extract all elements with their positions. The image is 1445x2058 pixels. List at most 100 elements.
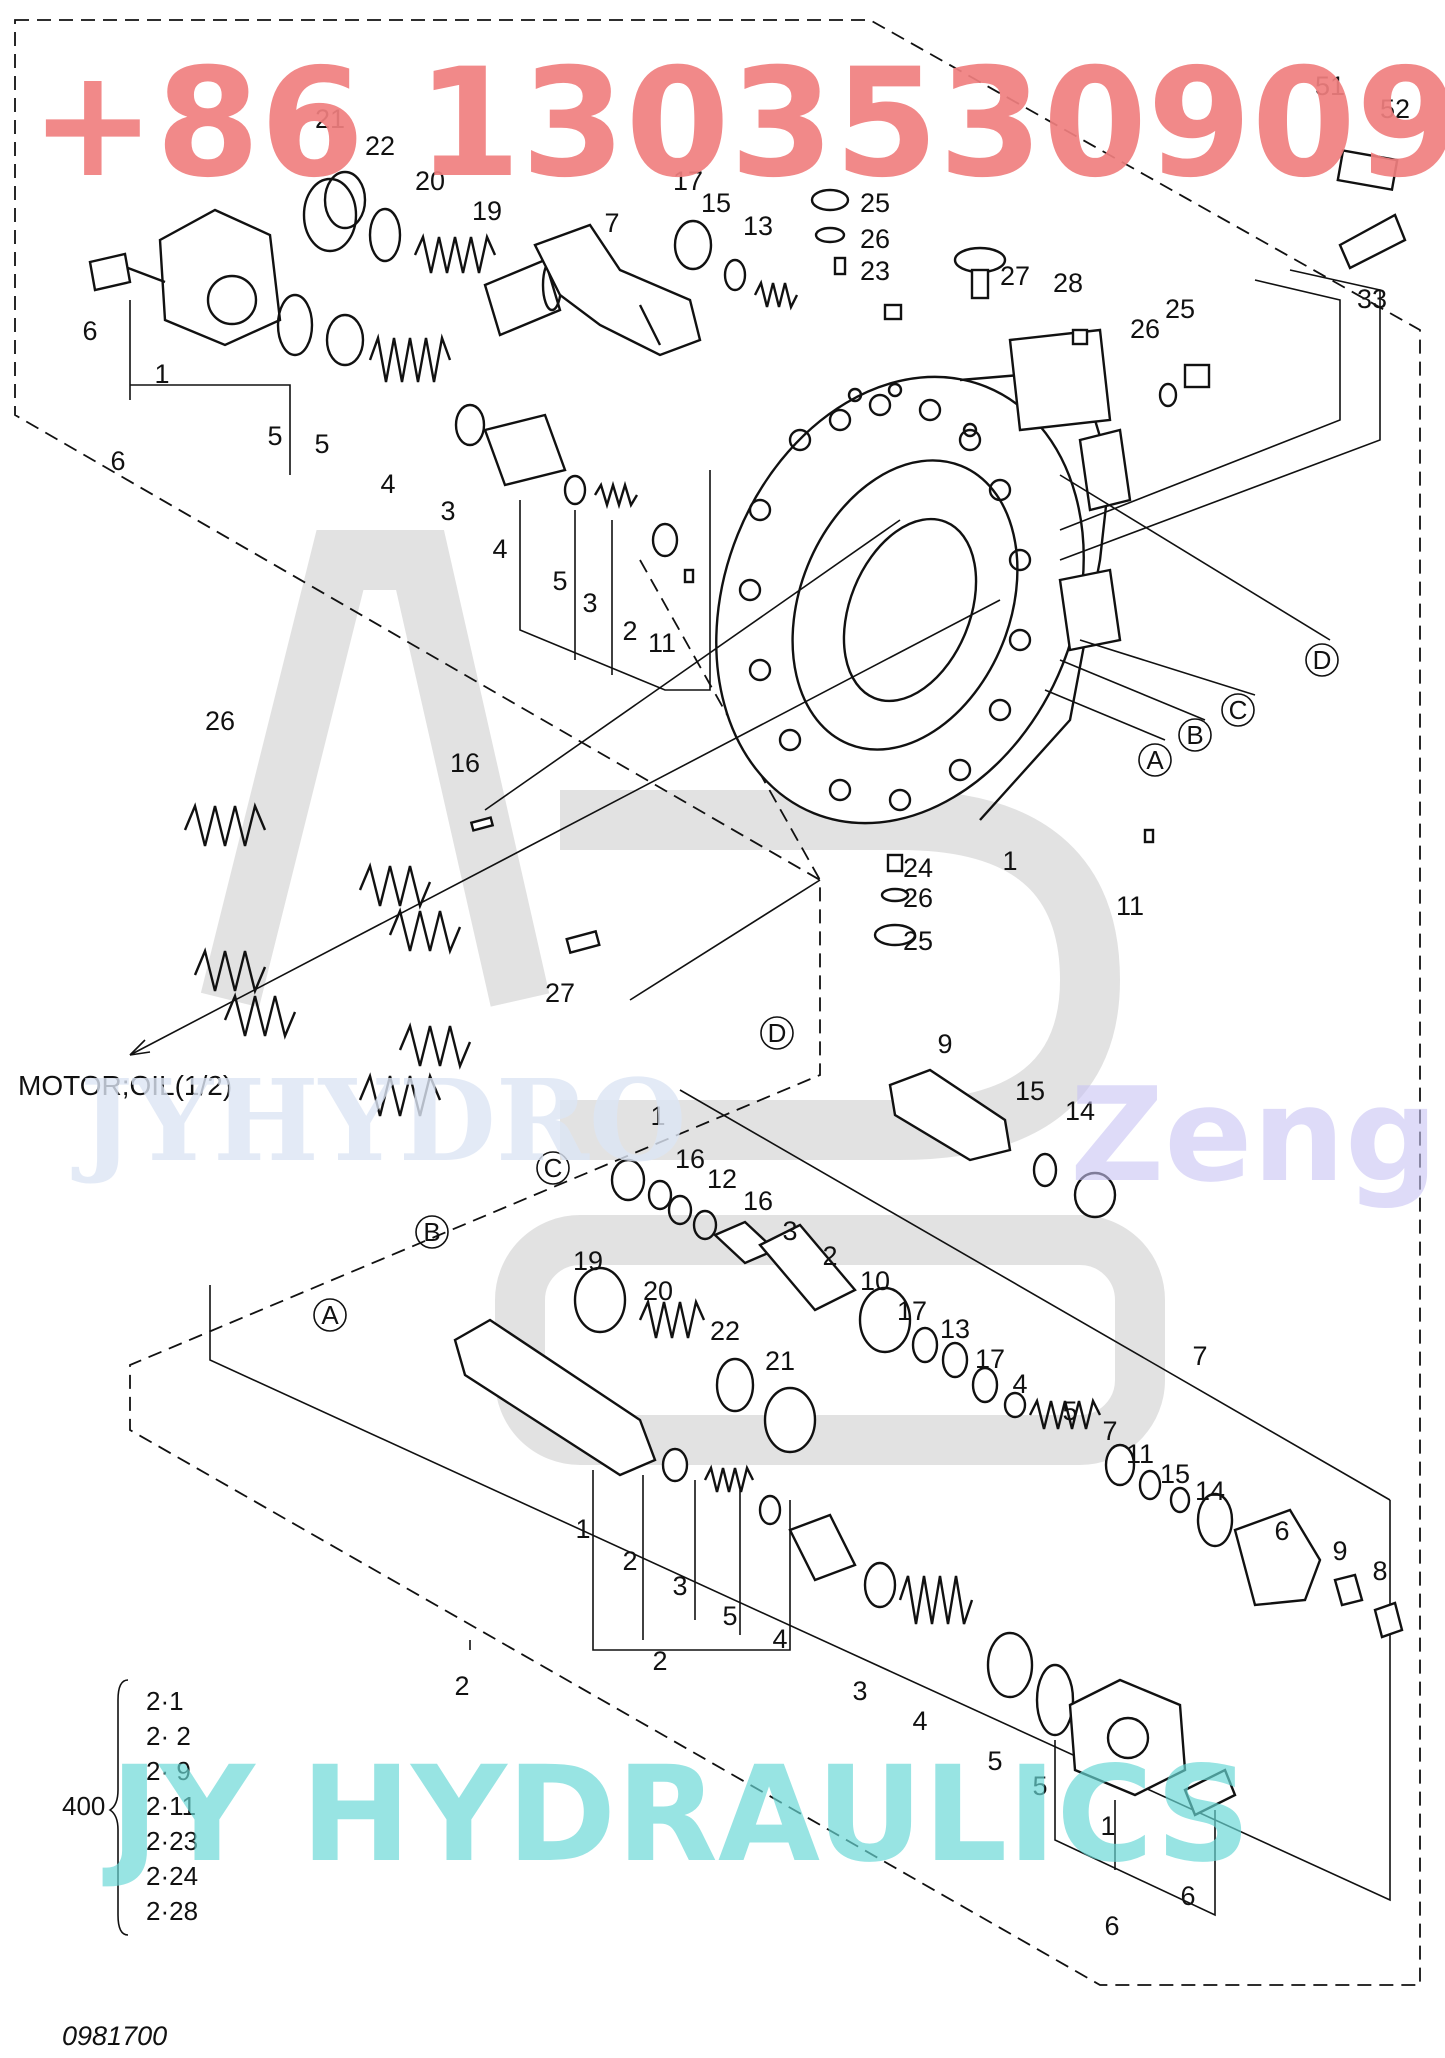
callout-circle	[1305, 643, 1339, 677]
part-number-label: 1	[1002, 846, 1017, 876]
flange-upper	[88, 208, 282, 347]
plug-28-right	[1071, 328, 1089, 346]
spring-20-upper	[413, 233, 497, 274]
part-number-label: 2	[822, 1241, 837, 1271]
part-number-label: 14	[1195, 1476, 1225, 1506]
ring-3-lower	[863, 1561, 897, 1609]
brand-watermark-mid: JYHYDRO	[71, 1056, 686, 1187]
part-number-label: 4	[492, 534, 507, 564]
cap-6-lower	[1233, 1508, 1322, 1607]
upper-assembly	[88, 149, 1407, 1117]
part-number-label: 1	[650, 1101, 665, 1131]
part-number-label: 17	[975, 1344, 1005, 1374]
circle-callout-d: D	[1305, 643, 1339, 677]
callout-letter: C	[544, 1153, 563, 1183]
callout-circle	[760, 1016, 794, 1050]
part-number-label: 5	[1062, 1396, 1077, 1426]
part-number-label: 33	[1357, 284, 1387, 314]
plug-23-top	[833, 256, 847, 276]
circle-callout-b: B	[1178, 718, 1212, 752]
circle-callout-a: A	[1138, 743, 1172, 777]
nameplate-51	[1336, 149, 1399, 192]
spool-2-lower	[758, 1223, 857, 1312]
part-number-label: 22	[710, 1316, 740, 1346]
ring-15-upper	[723, 258, 747, 292]
callout-letter: D	[768, 1018, 787, 1048]
part-number-label: 15	[1160, 1459, 1190, 1489]
seal-5-upper-a	[276, 293, 314, 357]
ring-26-lower	[880, 887, 910, 903]
part-number-label: 5	[1032, 1771, 1047, 1801]
circle-callout-a: A	[313, 1298, 347, 1332]
callout-circle	[1138, 743, 1172, 777]
part-number-label: 26	[1130, 314, 1160, 344]
ring-15-lower-b	[1169, 1486, 1191, 1514]
phone-watermark: +86 13035309093	[30, 37, 1445, 211]
part-number-label: 5	[267, 421, 282, 451]
part-number-label: 2	[652, 1646, 667, 1676]
part-number-label: 5	[552, 566, 567, 596]
spool-9-lower	[888, 1068, 1012, 1162]
spring-set-26	[183, 802, 472, 1117]
bolt-6-lower	[1183, 1768, 1237, 1817]
part-number-label: 52	[1380, 94, 1410, 124]
part-number-label: 21	[315, 104, 345, 134]
part-number-label: 11	[1126, 1439, 1154, 1469]
part-number-label: 4	[380, 469, 395, 499]
part-number-label: 5	[987, 1746, 1002, 1776]
part-number-label: 13	[743, 211, 773, 241]
spring-13-upper	[753, 279, 799, 311]
part-number-label: 25	[1165, 294, 1195, 324]
callout-circle	[1178, 718, 1212, 752]
part-number-label: 3	[582, 588, 597, 618]
pin-16	[469, 816, 495, 832]
kit-item: 2· 9	[146, 1756, 191, 1786]
part-number-label: 3	[852, 1676, 867, 1706]
part-number-label: 2	[622, 616, 637, 646]
circle-callout-c: C	[1221, 693, 1255, 727]
part-number-label: 28	[1053, 268, 1083, 298]
ring-13-lower	[941, 1341, 969, 1379]
part-number-label: 9	[1332, 1536, 1347, 1566]
part-number-label: 51	[1315, 71, 1345, 101]
plug-25-right	[1183, 363, 1211, 389]
plug-25-lower	[873, 923, 917, 947]
part-number-label: 20	[415, 166, 445, 196]
part-number-label: 20	[643, 1276, 673, 1306]
part-number-label: 24	[903, 853, 933, 883]
ring-16-lower-b	[692, 1209, 718, 1241]
part-number-label: 4	[772, 1624, 787, 1654]
pin-11-right	[1143, 828, 1155, 844]
part-number-label: 9	[937, 1029, 952, 1059]
sleeve-19-lower	[573, 1266, 627, 1334]
plug-21-lower	[763, 1386, 817, 1454]
callout-letter: D	[1313, 645, 1332, 675]
circle-callout-b: B	[415, 1215, 449, 1249]
part-number-label: 7	[1102, 1416, 1117, 1446]
part-number-label: 6	[110, 446, 125, 476]
part-number-label: 17	[897, 1296, 927, 1326]
pin-11-upper	[683, 568, 695, 584]
poppet-2-lower	[661, 1447, 689, 1483]
part-number-label: 3	[672, 1571, 687, 1601]
part-number-label: 16	[450, 748, 480, 778]
seal-22-lower	[715, 1357, 755, 1413]
callout-letter: C	[1229, 695, 1248, 725]
ring-16-lower-a	[647, 1179, 673, 1211]
ring-11-lower	[1138, 1469, 1162, 1501]
part-number-label: 11	[648, 628, 676, 658]
piston-4-lower	[788, 1513, 857, 1582]
kit-list: 400 2·1 2· 2 2· 9 2·11 2·23 2·24 2·28	[62, 1679, 198, 1936]
part-number-label: 14	[1065, 1096, 1095, 1126]
part-number-label: 5	[314, 429, 329, 459]
part-number-label: 6	[1104, 1911, 1119, 1941]
part-number-label: 2	[454, 1671, 469, 1701]
part-number-label: 26	[903, 883, 933, 913]
lower-assembly	[209, 1068, 1404, 1917]
callout-circle	[415, 1215, 449, 1249]
kit-item: 2· 2	[146, 1721, 191, 1751]
callout-letter: B	[423, 1217, 440, 1247]
part-number-label: 3	[440, 496, 455, 526]
